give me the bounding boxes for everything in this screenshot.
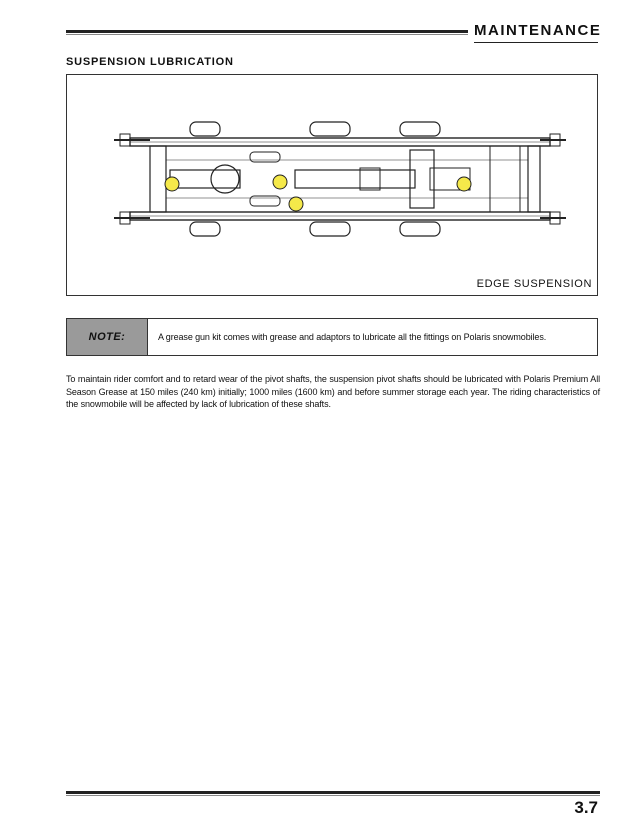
- note-box: NOTE: A grease gun kit comes with grease…: [66, 318, 598, 356]
- body-paragraph: To maintain rider comfort and to retard …: [66, 374, 600, 409]
- note-label: NOTE:: [67, 319, 148, 355]
- header-rule: [66, 30, 468, 33]
- footer-rule-thin: [66, 795, 600, 796]
- page-number: 3.7: [574, 798, 598, 817]
- suspension-diagram: [114, 121, 566, 237]
- header-rule-thin: [66, 34, 468, 35]
- header-title-underline: [474, 42, 598, 43]
- footer-rule: [66, 791, 600, 794]
- section-title: SUSPENSION LUBRICATION: [66, 56, 234, 68]
- note-text: A grease gun kit comes with grease and a…: [158, 332, 547, 342]
- figure-frame: [66, 74, 598, 296]
- figure-caption: EDGE SUSPENSION: [476, 278, 592, 290]
- page-header-title: MAINTENANCE: [474, 22, 602, 39]
